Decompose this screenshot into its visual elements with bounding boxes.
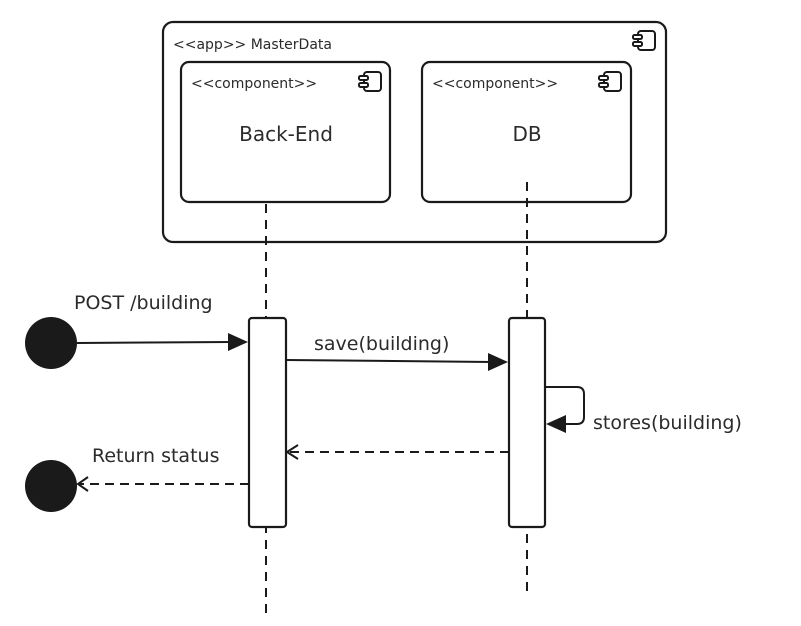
message-save-arrowhead: [488, 353, 508, 371]
message-stores-label: stores(building): [593, 412, 742, 434]
message-save: save(building): [285, 333, 508, 371]
app-stereotype-label: <<app>> MasterData: [173, 37, 332, 53]
component-icon: [358, 71, 382, 92]
message-db-return: [285, 444, 509, 460]
message-save-line: [285, 359, 493, 363]
component-backend-box: [179, 60, 392, 204]
component-icon: [632, 30, 656, 51]
message-return-status-arrowhead: [76, 476, 89, 492]
component-backend: <<component>> Back-End: [179, 60, 392, 204]
component-backend-name: Back-End: [239, 122, 333, 146]
message-return-status: Return status: [76, 445, 249, 492]
message-db-return-arrowhead: [285, 444, 299, 460]
message-incoming-arrowhead: [228, 333, 248, 351]
message-stores-line: [545, 386, 585, 425]
message-incoming-line: [76, 341, 233, 344]
component-db-stereotype: <<component>>: [432, 76, 558, 92]
actor-end: [25, 460, 77, 512]
component-icon: [598, 71, 622, 92]
message-save-label: save(building): [314, 333, 449, 355]
message-incoming-label: POST /building: [74, 292, 213, 314]
actor-start: [25, 317, 77, 369]
activation-bar-db: [507, 316, 547, 529]
message-return-status-label: Return status: [92, 445, 219, 467]
message-stores-arrowhead: [546, 415, 566, 433]
message-incoming: POST /building: [74, 292, 248, 351]
component-db-name: DB: [512, 122, 541, 146]
component-db: <<component>> DB: [420, 60, 633, 204]
activation-bar-backend: [247, 316, 288, 529]
message-stores: stores(building): [545, 386, 742, 434]
component-backend-stereotype: <<component>>: [191, 76, 317, 92]
